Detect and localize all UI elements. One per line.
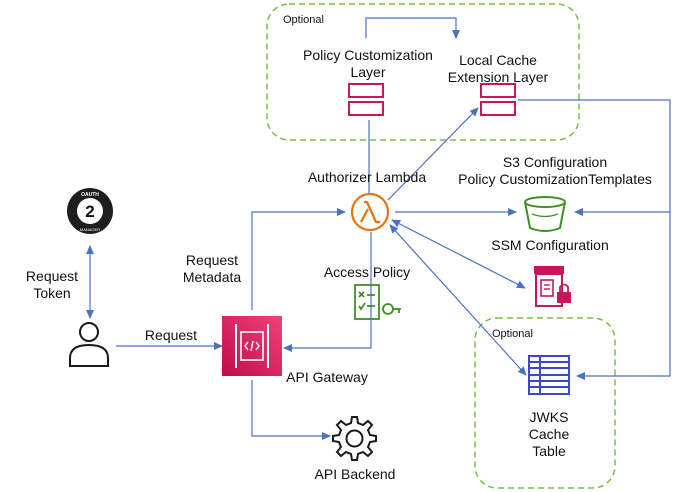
connectors bbox=[86, 17, 671, 440]
oauth-top-text: OAUTH bbox=[81, 192, 99, 198]
optional-label-bottom: Optional bbox=[492, 328, 533, 340]
optional-label-top: Optional bbox=[283, 14, 324, 26]
lambda-icon bbox=[350, 192, 390, 232]
policy-layer-label: Policy Customization Layer bbox=[293, 47, 443, 81]
layer-icon bbox=[480, 83, 516, 116]
connector-lambda-to-cache-layer bbox=[387, 107, 479, 201]
oauth-bottom-text: MANAGER bbox=[80, 227, 100, 232]
api-gateway-label: API Gateway bbox=[286, 369, 368, 385]
connector-lambda-to-jwks bbox=[389, 224, 527, 376]
ssm-label: SSM Configuration bbox=[491, 237, 609, 253]
jwks-label-line1: JWKS bbox=[529, 409, 569, 425]
connector-gateway-to-backend bbox=[251, 380, 331, 440]
authorizer-lambda-label: Authorizer Lambda bbox=[307, 169, 427, 185]
connector-cache-to-jwks bbox=[576, 212, 671, 380]
request-token-line1: Request bbox=[25, 268, 79, 284]
jwks-label-line3: Table bbox=[532, 443, 566, 459]
optional-group-top bbox=[266, 3, 580, 141]
layer-icon bbox=[348, 83, 384, 116]
optional-group-bottom bbox=[474, 317, 616, 489]
api-gateway-icon bbox=[222, 316, 282, 376]
s3-label: S3 Configuration Policy CustomizationTem… bbox=[450, 154, 660, 188]
oauth-number: 2 bbox=[85, 202, 94, 221]
jwks-label: JWKS Cache Table bbox=[519, 409, 579, 460]
dynamodb-table-icon bbox=[528, 355, 570, 395]
policy-layer-label-line2: Layer bbox=[350, 64, 386, 80]
api-backend-label: API Backend bbox=[314, 466, 396, 482]
secrets-manager-icon bbox=[534, 266, 571, 307]
access-policy-icon bbox=[354, 284, 401, 320]
cache-layer-label-line2: Extension Layer bbox=[447, 69, 549, 85]
connector-lambda-to-gateway bbox=[283, 232, 372, 352]
request-label: Request bbox=[144, 327, 198, 343]
gear-icon bbox=[332, 416, 377, 461]
connector-gateway-to-lambda bbox=[251, 208, 346, 310]
policy-layer-label-line1: Policy Customization bbox=[303, 47, 433, 63]
access-policy-label: Access Policy bbox=[323, 264, 411, 280]
s3-label-line1: S3 Configuration bbox=[502, 154, 608, 170]
request-token-label: Request Token bbox=[22, 268, 82, 302]
request-token-line2: Token bbox=[33, 285, 71, 301]
connector-policy-to-cache bbox=[365, 17, 460, 39]
jwks-label-line2: Cache bbox=[528, 426, 570, 442]
cache-layer-label: Local Cache Extension Layer bbox=[438, 52, 558, 86]
connector-cache-to-s3 bbox=[518, 99, 671, 216]
user-icon bbox=[69, 322, 109, 367]
cache-layer-label-line1: Local Cache bbox=[459, 52, 537, 68]
request-metadata-line2: Metadata bbox=[182, 269, 242, 285]
request-metadata-label: Request Metadata bbox=[172, 252, 252, 286]
s3-bucket-icon bbox=[524, 196, 566, 232]
s3-label-line2: Policy CustomizationTemplates bbox=[458, 171, 652, 187]
request-metadata-line1: Request bbox=[185, 252, 239, 268]
oauth2-badge-icon: 2 OAUTH MANAGER bbox=[67, 188, 113, 234]
